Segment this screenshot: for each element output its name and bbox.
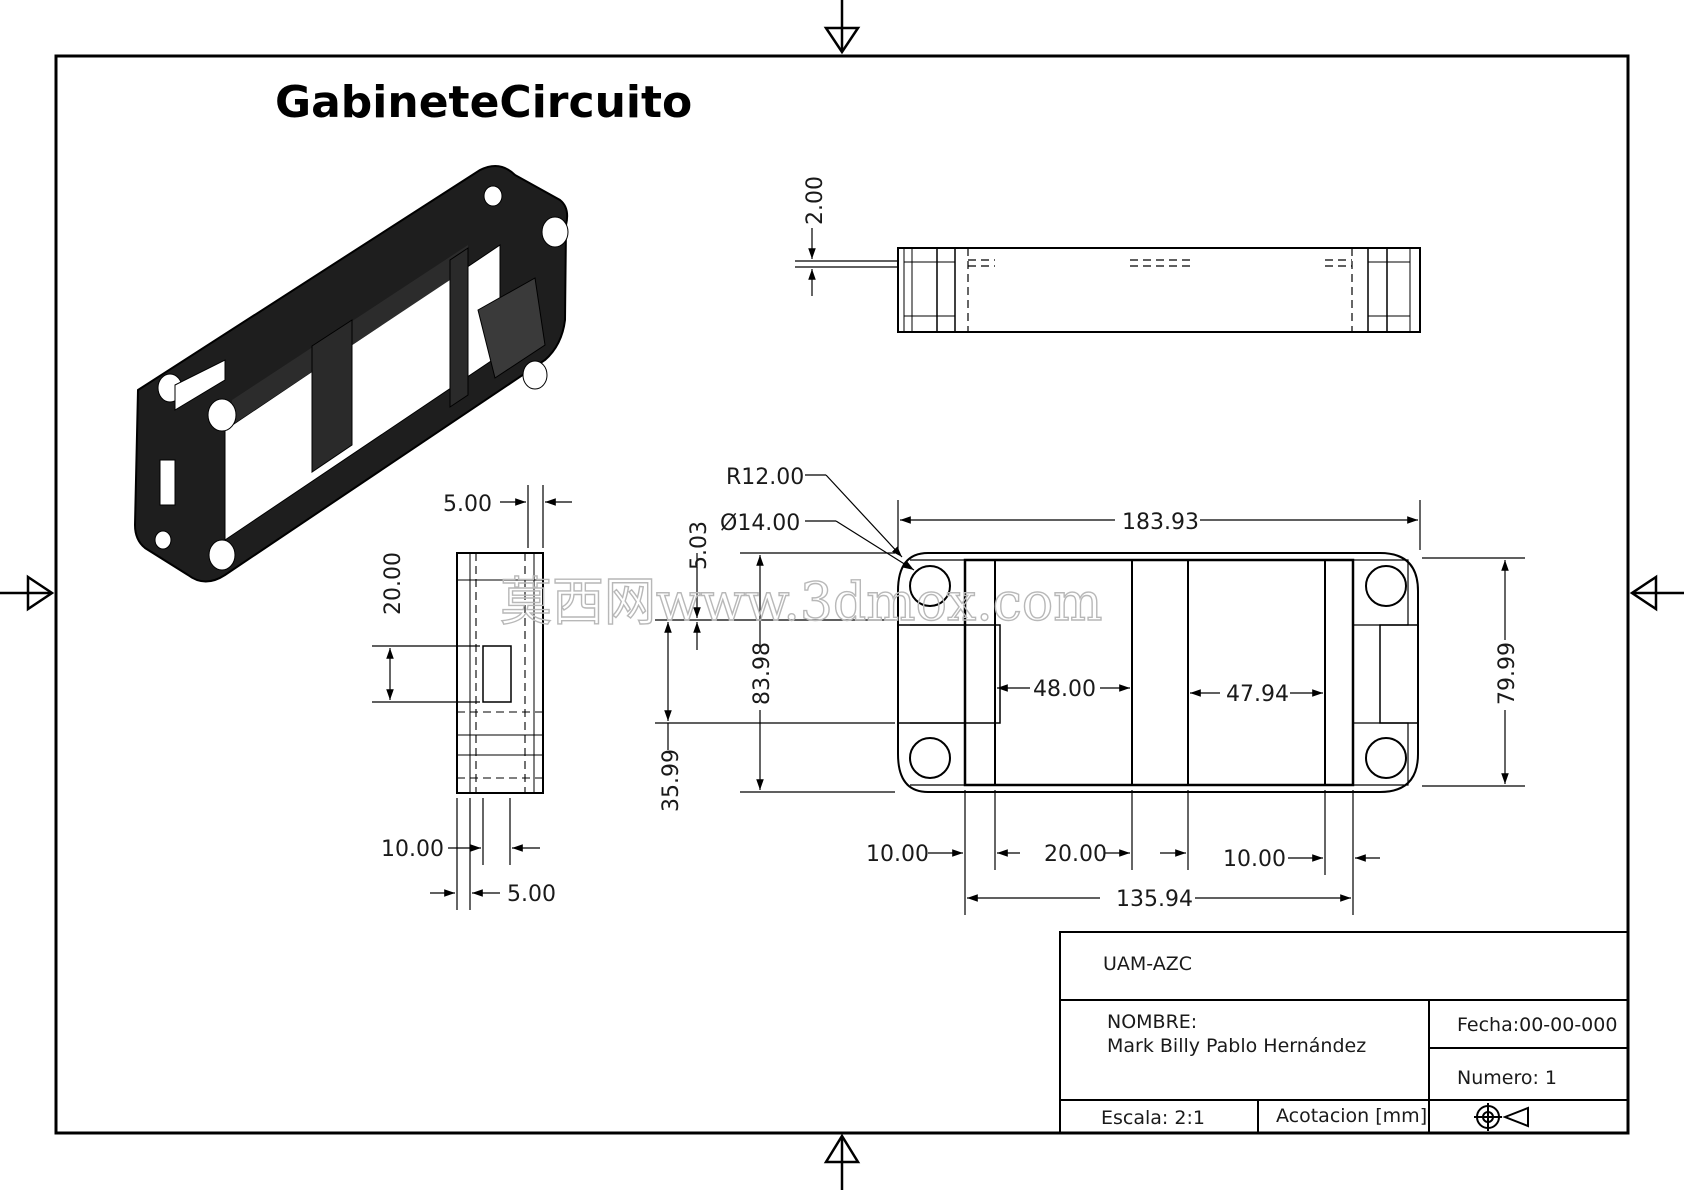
dim-bottom-left-label: 10.00 <box>866 842 929 867</box>
dim-overall-height-label: 83.98 <box>750 642 775 705</box>
title-block-number: Numero: 1 <box>1457 1067 1557 1089</box>
dim-side-bottom-width2-label: 5.00 <box>507 882 556 907</box>
title-block-name-value: Mark Billy Pablo Hernández <box>1107 1035 1366 1057</box>
dim-inner-height-label: 79.99 <box>1495 642 1520 705</box>
isometric-view <box>133 165 569 583</box>
side-view <box>456 552 544 794</box>
side-view-dimension-lines <box>372 485 572 910</box>
front-view <box>897 552 1419 793</box>
title-block-date: Fecha:00-00-000 <box>1457 1014 1617 1036</box>
dim-radius-label: R12.00 <box>726 465 804 490</box>
dim-pocket-left-label: 48.00 <box>1033 677 1096 702</box>
title-block-units: Acotacion [mm] <box>1276 1105 1427 1127</box>
title-block <box>1059 931 1629 1134</box>
dim-bottom-right-label: 10.00 <box>1223 847 1286 872</box>
title-block-institution: UAM-AZC <box>1103 953 1192 975</box>
third-angle-projection-icon <box>1474 1103 1529 1131</box>
dim-top-thickness-label: 2.00 <box>803 176 828 225</box>
dim-top-thickness <box>795 228 898 296</box>
front-view-dimension-lines <box>655 474 1525 915</box>
dim-inner-length-label: 135.94 <box>1116 887 1193 912</box>
dim-overall-length-label: 183.93 <box>1122 510 1199 535</box>
dim-hole-diameter-label: Ø14.00 <box>720 511 800 536</box>
sheet-border <box>54 54 1630 1135</box>
dim-center-height-label: 35.99 <box>659 749 684 812</box>
dim-pocket-right-label: 47.94 <box>1226 682 1289 707</box>
top-view <box>897 247 1421 333</box>
title-block-name-label: NOMBRE: <box>1107 1011 1197 1033</box>
drawing-title: GabineteCircuito <box>275 77 692 128</box>
title-block-scale: Escala: 2:1 <box>1101 1107 1205 1129</box>
dim-side-height-label: 20.00 <box>381 552 406 615</box>
dim-bottom-mid-label: 20.00 <box>1044 842 1107 867</box>
dim-side-bottom-width-label: 10.00 <box>381 837 444 862</box>
watermark: 莫西网www.3dmox.com <box>500 573 1102 633</box>
dim-side-offset-label: 5.03 <box>687 521 712 570</box>
dim-side-width-label: 5.00 <box>443 492 492 517</box>
